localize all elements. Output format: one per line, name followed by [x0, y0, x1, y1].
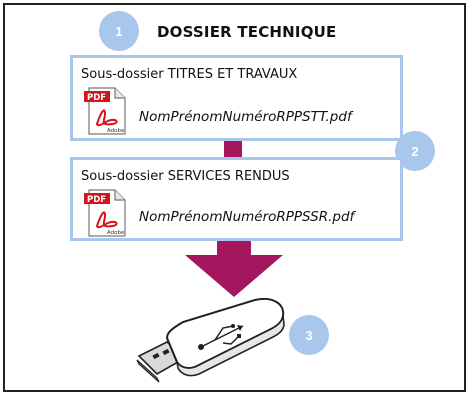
folder-connector [224, 141, 242, 159]
step-badge-2: 2 [395, 131, 435, 171]
file-name-services-rendus: NomPrénomNuméroRPPSSR.pdf [139, 209, 355, 225]
usb-flash-drive-icon [136, 298, 285, 383]
step-badge-3: 3 [289, 315, 329, 355]
pdf-icon-text: PDF [87, 195, 106, 205]
diagram-title: DOSSIER TECHNIQUE [157, 23, 337, 41]
folder-label-services-rendus: Sous-dossier SERVICES RENDUS [81, 169, 290, 184]
step-number-2: 2 [411, 143, 419, 159]
step-number-3: 3 [305, 327, 313, 343]
folder-box-titres-travaux: Sous-dossier TITRES ET TRAVAUX PDF Adobe… [70, 55, 403, 141]
folder-label-titres-travaux: Sous-dossier TITRES ET TRAVAUX [81, 67, 298, 82]
step-number-1: 1 [115, 23, 123, 39]
adobe-brand-text: Adobe [107, 230, 125, 236]
adobe-brand-text: Adobe [107, 128, 125, 134]
file-name-titres-travaux: NomPrénomNuméroRPPSTT.pdf [139, 109, 352, 125]
down-arrow-icon [185, 241, 283, 297]
pdf-file-icon: PDF Adobe [84, 87, 126, 135]
folder-box-services-rendus: Sous-dossier SERVICES RENDUS PDF Adobe N… [70, 157, 403, 241]
pdf-file-icon: PDF Adobe [84, 189, 126, 237]
diagram-frame: 1 DOSSIER TECHNIQUE Sous-dossier TITRES … [3, 3, 466, 392]
step-badge-1: 1 [99, 11, 139, 51]
pdf-icon-text: PDF [87, 93, 106, 103]
